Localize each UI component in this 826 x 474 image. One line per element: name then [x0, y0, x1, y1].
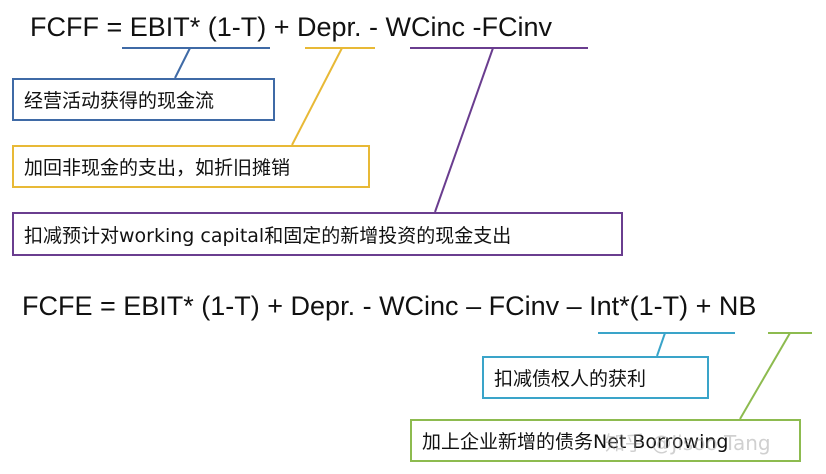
note-interest: 扣减债权人的获利	[482, 356, 709, 399]
note-depreciation-label: 加回非现金的支出，如折旧摊销	[24, 157, 291, 179]
note-depreciation: 加回非现金的支出，如折旧摊销	[12, 145, 370, 188]
connector-investment	[434, 47, 494, 213]
connector-depr	[291, 47, 343, 146]
note-investment-label: 扣减预计对working capital和固定的新增投资的现金支出	[24, 224, 512, 247]
fcfe-formula: FCFE = EBIT* (1-T) + Depr. - WCinc – FCi…	[22, 291, 757, 321]
note-investment: 扣减预计对working capital和固定的新增投资的现金支出	[12, 212, 623, 256]
connector-interest	[656, 332, 666, 357]
note-operating-label: 经营活动获得的现金流	[24, 90, 215, 112]
fcff-formula: FCFF = EBIT* (1-T) + Depr. - WCinc -FCin…	[30, 12, 553, 42]
watermark: 知乎 @Jisoo Tang	[605, 431, 771, 455]
note-interest-label: 扣减债权人的获利	[494, 368, 647, 390]
note-operating-cash-flow: 经营活动获得的现金流	[12, 78, 275, 121]
note-net-borrowing: 加上企业新增的债务Net Borrowing	[410, 419, 801, 462]
connector-borrowing	[739, 332, 791, 420]
connector-operating	[174, 47, 191, 79]
note-borrowing-label: 加上企业新增的债务Net Borrowing	[422, 431, 729, 453]
